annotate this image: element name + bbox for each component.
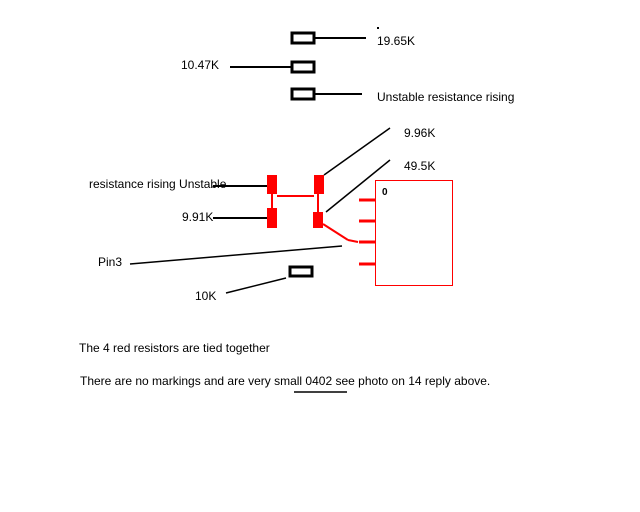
label-9-96k: 9.96K bbox=[404, 126, 435, 140]
leader-line-pin3 bbox=[129, 245, 343, 265]
red-trace-to-pin bbox=[347, 239, 359, 243]
label-pin3: Pin3 bbox=[98, 255, 122, 269]
red-resistor-top-left bbox=[267, 175, 277, 194]
resistor-10-47k bbox=[290, 60, 316, 74]
label-10k: 10K bbox=[195, 289, 216, 303]
leader-line-49-5k bbox=[325, 159, 391, 213]
ic-pin1-marker: 0 bbox=[382, 187, 388, 198]
leader-line-10k bbox=[225, 277, 287, 294]
label-9-91k: 9.91K bbox=[182, 210, 213, 224]
note-tied-together: The 4 red resistors are tied together bbox=[79, 341, 270, 355]
label-10-47k: 10.47K bbox=[181, 58, 219, 72]
label-19-65k: 19.65K bbox=[377, 34, 415, 48]
leader-line-9-96k bbox=[323, 127, 391, 176]
red-trace-to-ic bbox=[322, 223, 349, 241]
red-resistor-top-right bbox=[314, 175, 324, 194]
note-markings: There are no markings and are very small… bbox=[80, 374, 490, 388]
note-markings-suffix: on 14 reply above. bbox=[388, 374, 490, 388]
label-unstable-rising: Unstable resistance rising bbox=[377, 90, 514, 104]
ic-package bbox=[375, 180, 453, 286]
label-49-5k: 49.5K bbox=[404, 159, 435, 173]
red-resistor-bottom-left bbox=[267, 208, 277, 228]
stray-dot bbox=[377, 27, 379, 29]
see-photo-link[interactable]: see photo bbox=[335, 374, 388, 388]
resistor-19-65k bbox=[290, 31, 316, 45]
note-markings-prefix: There are no markings and are very small… bbox=[80, 374, 335, 388]
resistor-unstable bbox=[290, 87, 316, 101]
resistor-10k bbox=[288, 265, 314, 278]
red-resistor-bottom-right bbox=[313, 212, 323, 228]
label-left-top-unstable: resistance rising Unstable bbox=[89, 177, 227, 191]
